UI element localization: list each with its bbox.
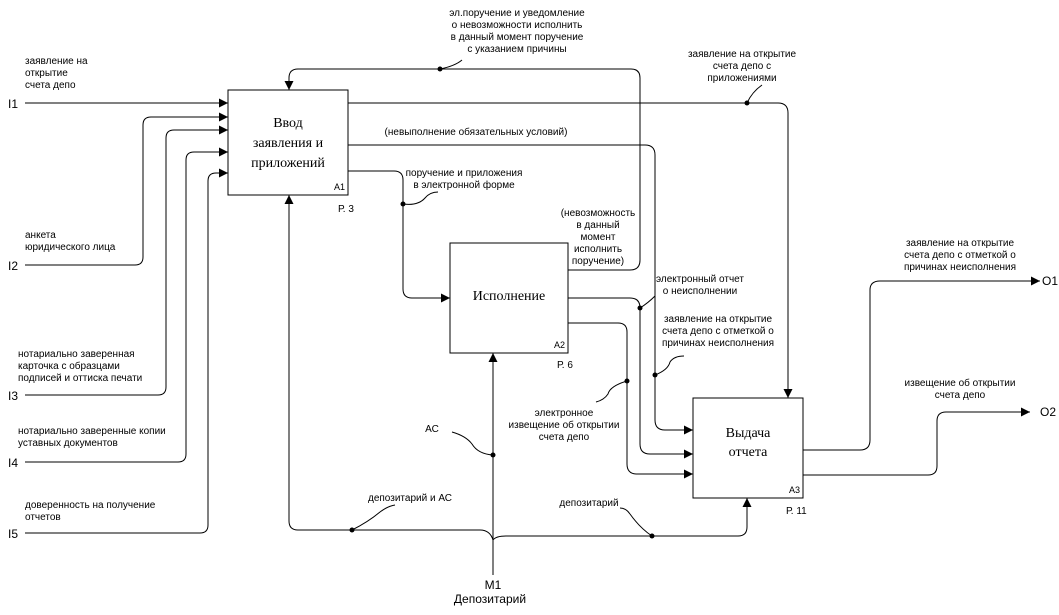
output-o1-label-1: заявление на открытие [906, 238, 1015, 249]
label-a1a3-3: приложениями [707, 73, 776, 84]
label-app-mark-1: заявление на открытие [664, 314, 773, 325]
label-dep-as: депозитарий и АС [368, 493, 452, 504]
mechanism-label: Депозитарий [454, 592, 526, 606]
arrow-i2 [25, 112, 228, 266]
input-i2-label-2: юридического лица [25, 242, 116, 253]
arrow-mechanism-a3 [492, 498, 752, 541]
input-i1-label-1: заявление на [25, 56, 88, 67]
box-a1-line-3: приложений [251, 156, 325, 171]
box-a2-id: A2 [554, 340, 565, 350]
arrow-output-o1 [803, 276, 1040, 451]
label-a1a3-2: счета депо с [713, 61, 771, 72]
input-i3-code: I3 [8, 389, 18, 403]
label-e-notice-1: электронное [535, 408, 594, 419]
input-i2-code: I2 [8, 259, 18, 273]
box-a1-id: A1 [334, 182, 345, 192]
label-a1a3-1: заявление на открытие [688, 49, 797, 60]
input-i5-label-1: доверенность на получение [25, 500, 156, 511]
box-a3-ref: Р. 11 [786, 506, 807, 517]
arrow-feedback-top [284, 68, 641, 271]
box-a1[interactable]: Ввод заявления и приложений A1 [227, 89, 349, 196]
arrow-i3 [25, 125, 228, 396]
box-a1-line-1: Ввод [273, 116, 303, 131]
box-a3[interactable]: Выдача отчета A3 [692, 397, 804, 499]
box-a3-line-2: отчета [729, 445, 768, 460]
box-a1-ref: Р. 3 [338, 204, 354, 215]
label-impossible-5: поручение) [572, 256, 624, 267]
input-i2-label-1: анкета [25, 230, 56, 241]
input-i4-code: I4 [8, 456, 18, 470]
input-i5-label-2: отчетов [25, 512, 61, 523]
arrow-output-o2 [803, 407, 1030, 476]
label-dep: депозитарий [559, 498, 618, 509]
arrow-a1-a3-application [348, 102, 793, 398]
arrow-a1-a3-not-fulfilled [348, 144, 693, 435]
label-feedback-4: с указанием причины [467, 44, 566, 55]
box-a2-ref: Р. 6 [557, 360, 573, 371]
output-o1-label-3: причинах неисполнения [904, 262, 1016, 273]
mechanism-code: M1 [485, 578, 502, 592]
input-i1-code: I1 [8, 97, 18, 111]
box-a2[interactable]: Исполнение A2 [449, 242, 569, 354]
arrow-a2-a3-e-notice [568, 322, 693, 479]
label-order-2: в электронной форме [413, 179, 515, 191]
arrow-a1-a2-order [348, 170, 450, 303]
label-e-report-2: о неисполнении [663, 286, 737, 297]
label-impossible-3: момент [581, 232, 616, 243]
label-e-notice-2: извещение об открытии [509, 419, 620, 431]
label-order-1: поручение и приложения [406, 168, 523, 179]
label-e-report-1: электронный отчет [656, 274, 744, 285]
output-o2-label-1: извещение об открытии [905, 377, 1016, 389]
label-e-notice-3: счета депо [539, 432, 590, 443]
input-i3-label-1: нотариально заверенная [18, 349, 135, 360]
input-i4-label-2: уставных документов [18, 438, 118, 449]
label-feedback-1: эл.поручение и уведомление [449, 8, 585, 19]
input-i1-label-2: открытие [25, 68, 68, 79]
label-impossible-4: исполнить [574, 244, 622, 255]
box-a1-line-2: заявления и [253, 136, 324, 151]
arrow-mechanism-a1 [284, 195, 494, 541]
output-o1-label-2: счета депо с отметкой о [904, 250, 1016, 261]
label-not-fulfilled: (невыполнение обязательных условий) [385, 126, 568, 138]
label-app-mark-3: причинах неисполнения [662, 338, 774, 349]
label-feedback-3: в данный момент поручение [451, 32, 584, 43]
label-app-mark-2: счета депо с отметкой о [662, 326, 774, 337]
box-a2-line-1: Исполнение [473, 289, 546, 304]
label-as: АС [425, 424, 439, 435]
label-feedback-2: о невозможности исполнить [452, 20, 583, 31]
input-i3-label-3: подписей и оттиска печати [18, 373, 142, 384]
input-i3-label-2: карточка с образцами [18, 360, 120, 372]
input-i1-label-3: счета депо [25, 80, 76, 91]
output-o2-label-2: счета депо [935, 390, 986, 401]
label-impossible-1: (невозможность [561, 208, 636, 219]
arrow-a2-a3-e-report [568, 297, 693, 459]
output-o1-code: O1 [1042, 274, 1058, 288]
output-o2-code: O2 [1040, 405, 1056, 419]
box-a3-line-1: Выдача [726, 426, 772, 441]
label-impossible-2: в данный [576, 220, 619, 231]
arrow-i5 [25, 168, 228, 534]
box-a3-id: A3 [789, 485, 800, 495]
arrow-i4 [25, 147, 228, 463]
input-i4-label-1: нотариально заверенные копии [18, 426, 166, 437]
input-i5-code: I5 [8, 527, 18, 541]
